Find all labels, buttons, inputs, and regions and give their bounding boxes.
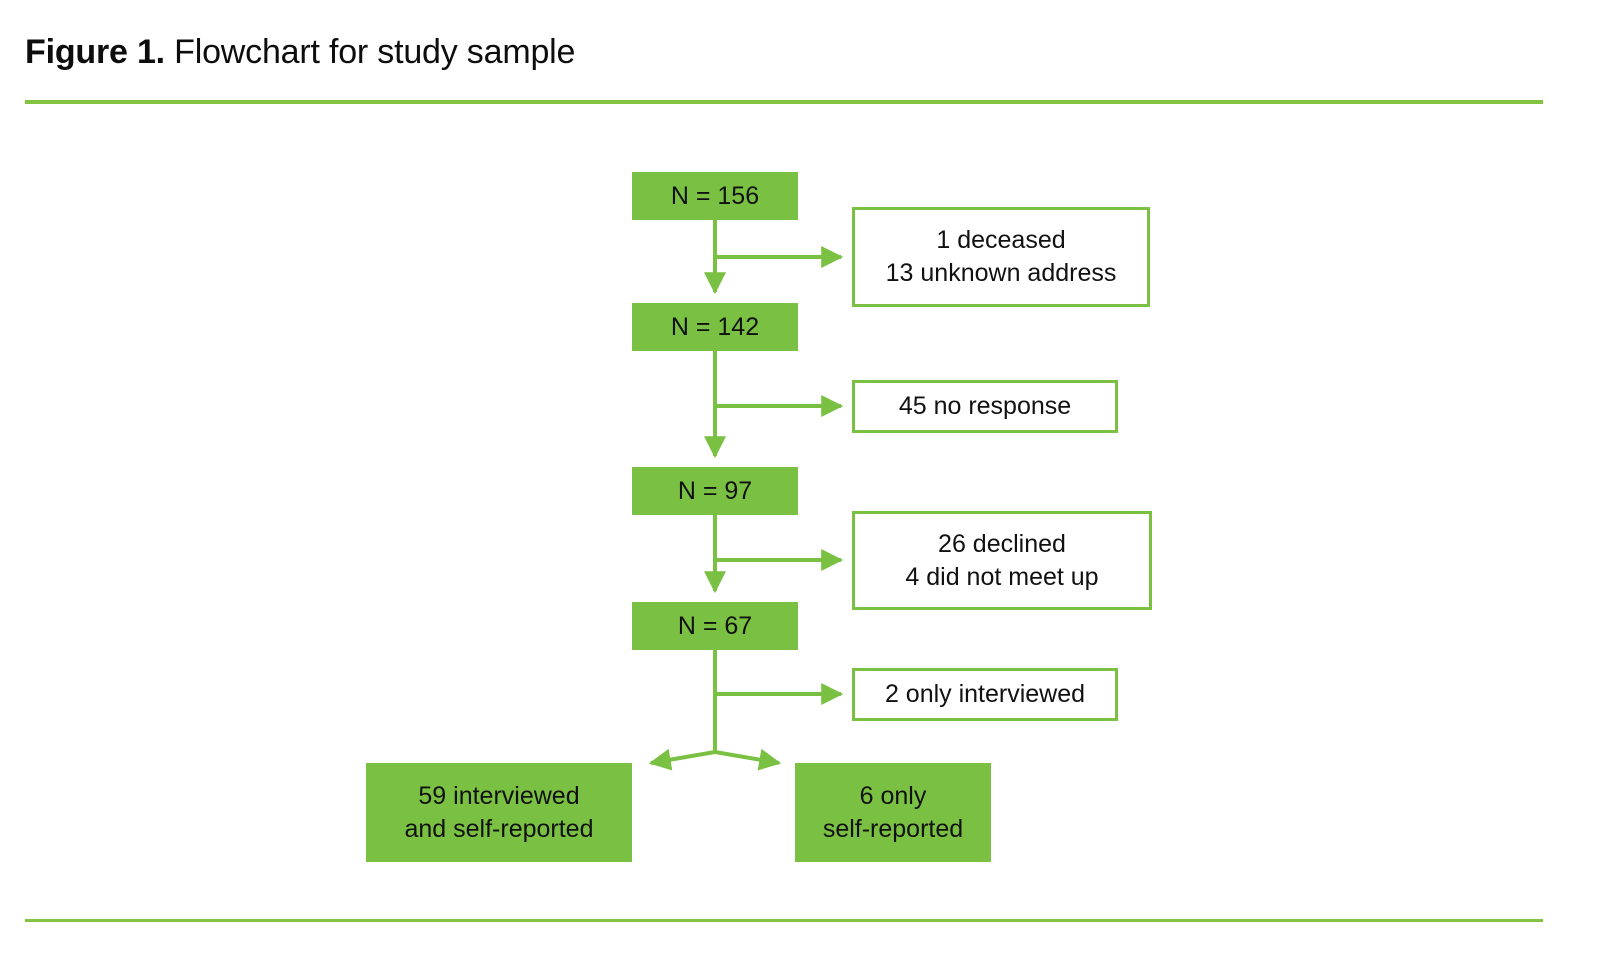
- node-terminal-right-line1: 6 only: [859, 781, 927, 810]
- node-exclusion-2-line1: 45 no response: [898, 392, 1072, 420]
- node-terminal-right: 6 only self-reported: [795, 763, 991, 862]
- title-divider-top: [25, 100, 1543, 104]
- node-exclusion-1-line2: 13 unknown address: [885, 259, 1117, 287]
- node-exclusion-4: 2 only interviewed: [852, 668, 1118, 721]
- node-n142-label: N = 142: [670, 312, 760, 341]
- figure-caption: Flowchart for study sample: [174, 33, 576, 71]
- node-exclusion-2: 45 no response: [852, 380, 1118, 433]
- node-n97: N = 97: [632, 467, 798, 515]
- node-n97-label: N = 97: [677, 476, 753, 505]
- page-title: Figure 1. Flowchart for study sample: [25, 30, 575, 74]
- figure-number: Figure 1.: [25, 33, 165, 71]
- node-terminal-left-line2: and self-reported: [404, 814, 594, 843]
- node-n67-label: N = 67: [677, 611, 753, 640]
- node-n156-label: N = 156: [670, 181, 760, 210]
- node-exclusion-1: 1 deceased 13 unknown address: [852, 207, 1150, 307]
- edge-n67-to-term-right: [714, 748, 782, 771]
- node-exclusion-3-line2: 4 did not meet up: [905, 562, 1099, 591]
- node-terminal-left: 59 interviewed and self-reported: [366, 763, 632, 862]
- figure-divider-bottom: [25, 919, 1543, 922]
- node-terminal-right-line2: self-reported: [822, 814, 964, 843]
- node-n67: N = 67: [632, 602, 798, 650]
- node-n142: N = 142: [632, 303, 798, 351]
- node-exclusion-3-line1: 26 declined: [938, 529, 1066, 558]
- node-exclusion-4-line1: 2 only interviewed: [884, 680, 1086, 708]
- node-terminal-left-line1: 59 interviewed: [418, 781, 580, 810]
- node-exclusion-1-line1: 1 deceased: [936, 226, 1066, 254]
- edge-n67-to-term-left: [648, 748, 716, 771]
- node-n156: N = 156: [632, 172, 798, 220]
- node-exclusion-3: 26 declined 4 did not meet up: [852, 511, 1152, 610]
